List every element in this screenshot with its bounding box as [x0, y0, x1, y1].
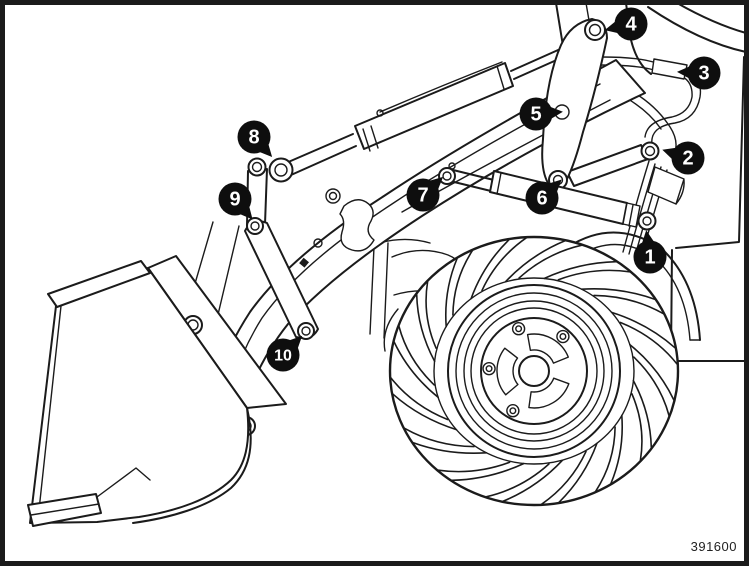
- callout-2: 2: [662, 141, 705, 175]
- callout-number: 6: [536, 188, 547, 210]
- bucket-spill-guard: [47, 260, 151, 308]
- rim: [447, 284, 621, 458]
- callout-number: 1: [644, 247, 655, 269]
- callout-8: 8: [237, 120, 273, 157]
- callout-number: 7: [417, 185, 428, 207]
- callout-4: 4: [604, 7, 648, 41]
- callout-badge: [525, 181, 559, 215]
- leveling-links: [181, 157, 319, 362]
- bucket-side-panel: [29, 267, 250, 524]
- lift-cylinder: [438, 162, 657, 231]
- pin-4: [584, 19, 606, 41]
- boom-bolt: [313, 238, 323, 248]
- callout-number: 8: [248, 127, 259, 149]
- callout-number: 10: [274, 348, 292, 365]
- pin-10: [297, 322, 315, 340]
- bucket-wrapper: [132, 407, 252, 524]
- bucket-cylinder-barrel: [354, 62, 514, 150]
- hose-fitting: [651, 58, 688, 80]
- callout-badge: [519, 97, 553, 131]
- hub-slots: [496, 333, 570, 409]
- callout-10: 10: [266, 335, 303, 372]
- callouts-layer: 1 2 3 4 5 6 7 8 9 10: [218, 7, 721, 372]
- pin-7: [438, 167, 456, 185]
- callout-number: 5: [530, 104, 541, 126]
- callout-badge: [687, 56, 721, 90]
- callout-3: 3: [677, 56, 721, 90]
- callout-number: 9: [229, 189, 240, 211]
- bucket: [27, 255, 287, 527]
- callout-number: 4: [625, 14, 637, 36]
- hub-center-hole: [518, 355, 550, 387]
- callout-badge: [633, 240, 667, 274]
- callout-9: 9: [218, 182, 253, 220]
- callout-badge: [614, 7, 648, 41]
- lug-nut: [511, 322, 526, 336]
- frame-link: [566, 141, 660, 187]
- pin-1: [637, 211, 657, 231]
- boom-fitting: [325, 188, 341, 204]
- pin-8: [268, 157, 294, 183]
- grease-fitting: [376, 109, 384, 117]
- boom-bracket-cutout: [339, 199, 375, 252]
- boom-boss: [247, 157, 267, 177]
- callout-number: 3: [698, 63, 709, 85]
- callout-badge: [237, 120, 271, 154]
- callout-badge: [218, 182, 252, 216]
- callout-1: 1: [633, 230, 667, 274]
- front-wheel: [388, 235, 680, 507]
- boom-stud: [299, 257, 309, 268]
- callout-number: 2: [682, 148, 693, 170]
- figure-number: 391600: [691, 539, 737, 554]
- callout-badge: [266, 338, 300, 372]
- callout-5: 5: [519, 97, 563, 131]
- bucket-cylinder: [285, 37, 589, 176]
- lug-nut: [482, 361, 496, 376]
- lug-nuts: [482, 322, 570, 418]
- tire-lugs: [390, 236, 678, 506]
- hose-clamp: [647, 166, 685, 205]
- callout-badge: [406, 178, 440, 212]
- link-eye-pin-2: [640, 141, 660, 161]
- lug-nut: [556, 329, 570, 344]
- pin-9: [246, 217, 264, 235]
- callout-badge: [671, 141, 705, 175]
- lug-nut: [506, 404, 520, 418]
- bucket-gusset: [96, 467, 151, 498]
- callout-7: 7: [406, 176, 444, 212]
- callout-6: 6: [525, 179, 562, 215]
